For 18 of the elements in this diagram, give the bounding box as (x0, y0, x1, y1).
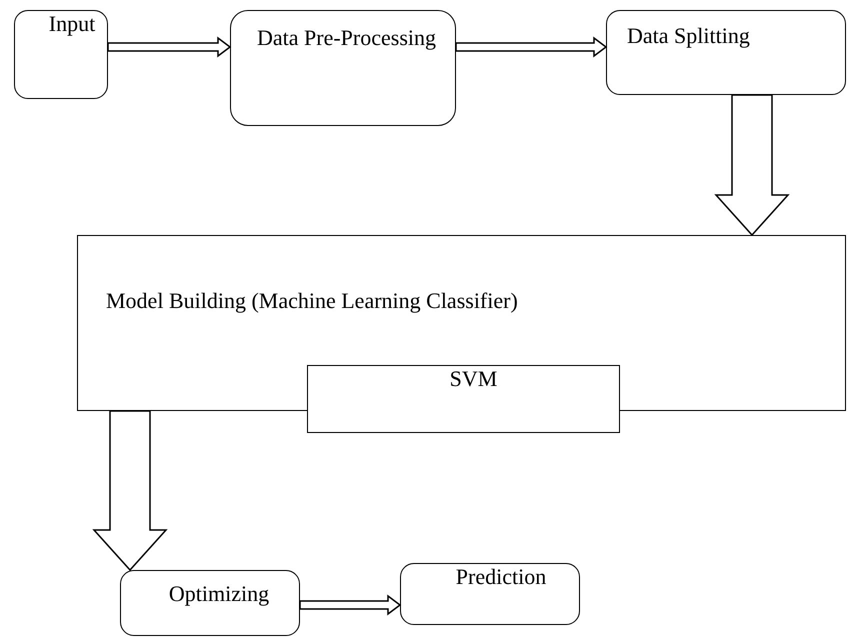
box-label: Data Splitting (627, 23, 750, 49)
box-label: Optimizing (168, 581, 270, 607)
process-box (230, 10, 456, 126)
box-label: Input (48, 11, 96, 37)
process-box (606, 10, 846, 95)
process-box (14, 10, 108, 99)
block-arrow (714, 94, 790, 236)
box-label: SVM (450, 366, 498, 392)
process-box (400, 563, 580, 625)
block-arrow (455, 36, 608, 58)
block-arrow (299, 594, 402, 616)
block-arrow (92, 410, 168, 572)
box-label: Data Pre-Processing (257, 25, 436, 51)
block-arrow (107, 36, 232, 58)
process-box (307, 365, 620, 433)
box-label: Model Building (Machine Learning Classifier) (106, 288, 518, 314)
box-label: Prediction (456, 564, 546, 590)
process-box (120, 570, 300, 636)
